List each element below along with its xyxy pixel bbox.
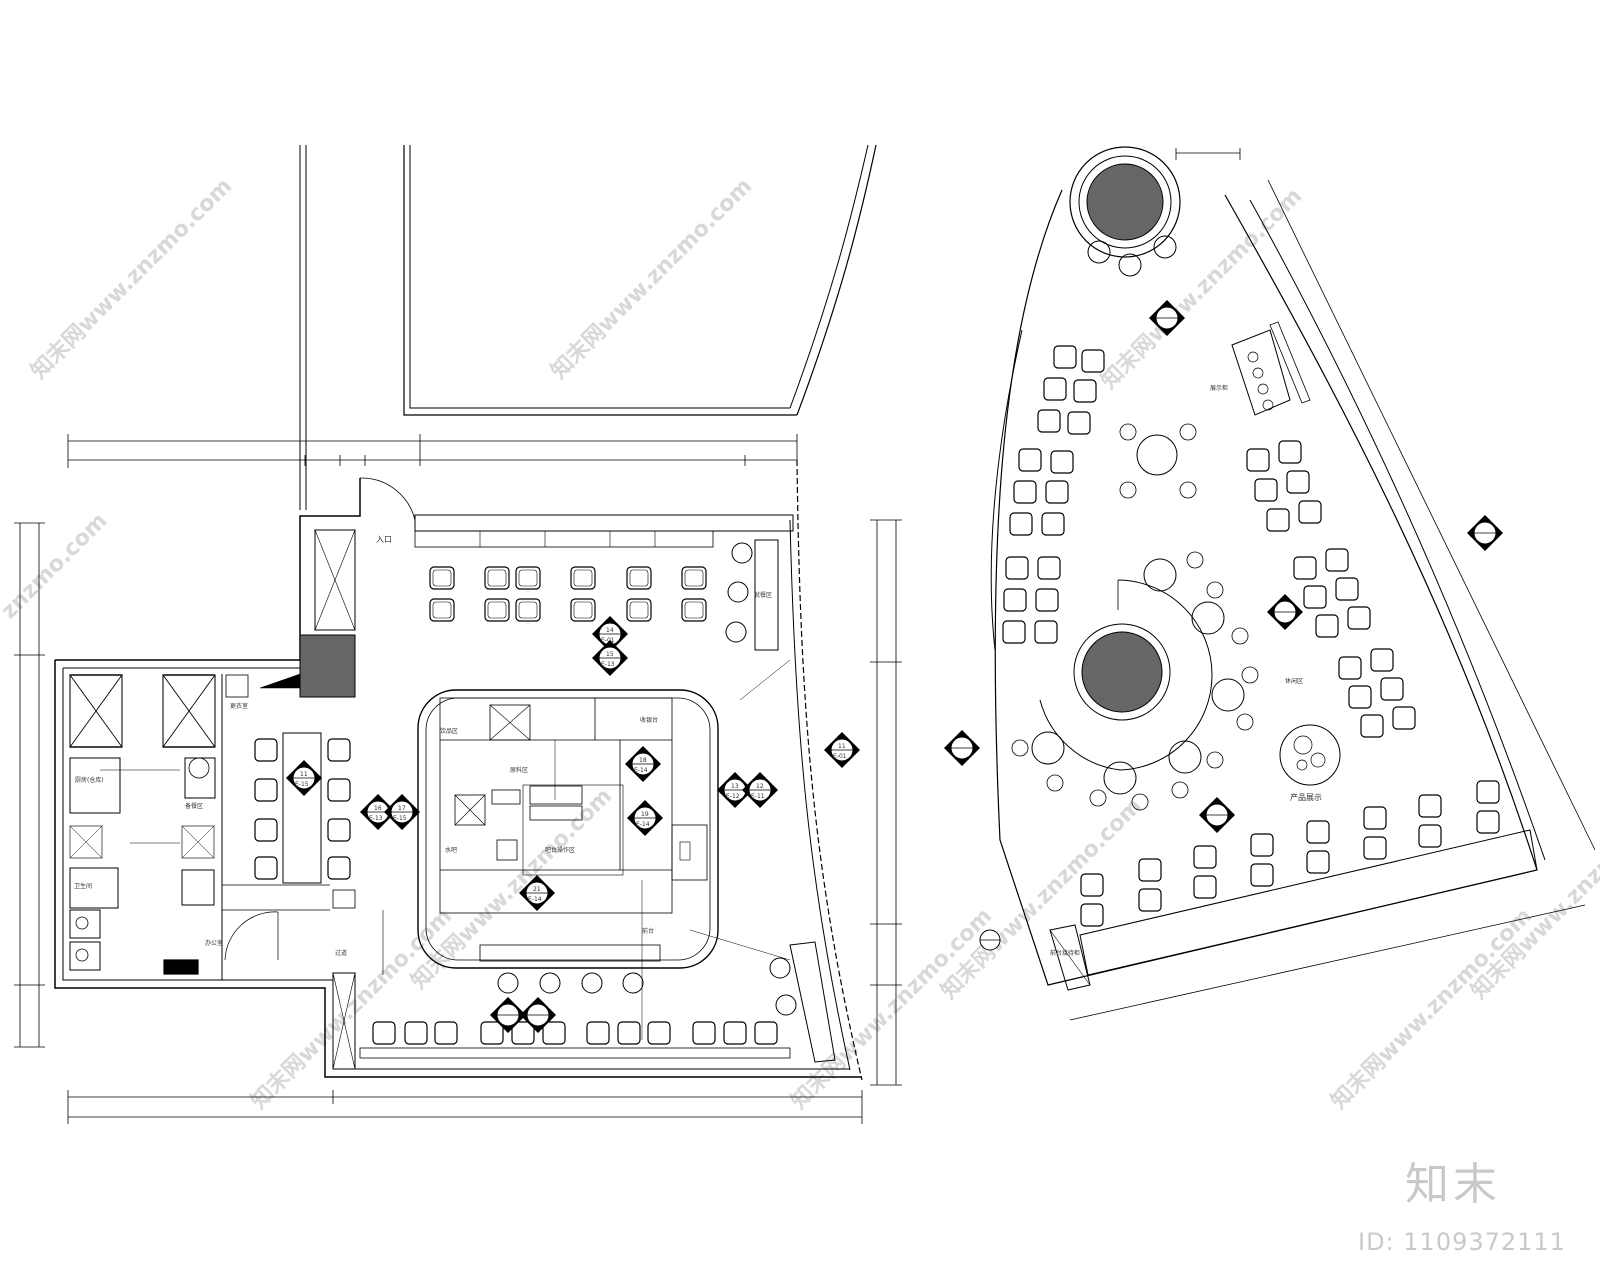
room-label-kitchen-store: 厨房(仓库) xyxy=(75,776,104,784)
svg-text:E-01: E-01 xyxy=(833,753,847,760)
dimension-line-right xyxy=(870,519,902,1086)
room-label-office: 办公室 xyxy=(205,939,223,947)
svg-text:18: 18 xyxy=(639,757,647,764)
dimension-line-top xyxy=(67,434,798,468)
svg-text:14: 14 xyxy=(606,627,614,634)
watermark: 知末网www.znzmo.com xyxy=(786,903,997,1114)
svg-text:E-14: E-14 xyxy=(528,896,542,903)
svg-text:11: 11 xyxy=(300,771,308,778)
section-marker: 12E-11 xyxy=(741,771,779,809)
room-label-corridor: 过道 xyxy=(335,949,347,957)
watermark-layer: 知末网www.znzmo.com 知末网www.znzmo.com 知末网www… xyxy=(0,173,1600,1114)
room-label-beverage: 饮品区 xyxy=(440,727,458,735)
watermark: 知末网www.znzmo.com xyxy=(246,903,457,1114)
dimension-line-left xyxy=(14,522,45,1048)
watermark: 知末网www.znzmo.com xyxy=(26,173,237,384)
watermark: 知末网www.znzmo.com xyxy=(546,173,757,384)
section-marker: 16E-13 xyxy=(359,793,397,831)
svg-text:E-12: E-12 xyxy=(726,793,740,800)
svg-text:19: 19 xyxy=(641,811,649,818)
section-marker: 18E-14 xyxy=(624,745,662,783)
section-marker: 11E-15 xyxy=(285,759,323,797)
svg-text:17: 17 xyxy=(398,805,406,812)
room-label-showcase: 展示柜 xyxy=(1210,384,1228,392)
dimension-line-bottom xyxy=(67,1090,863,1124)
section-marker: 11E-01 xyxy=(823,731,861,769)
room-label-bar-counter: 吧台操作区 xyxy=(545,846,575,854)
room-label-water: 水吧 xyxy=(445,846,457,854)
brand-watermark: 知末 xyxy=(1405,1159,1501,1210)
section-marker: 19E-14 xyxy=(626,799,664,837)
svg-text:21: 21 xyxy=(533,886,541,893)
svg-text:11: 11 xyxy=(838,743,846,750)
section-marker: 14E-01 xyxy=(591,615,629,653)
svg-text:E-13: E-13 xyxy=(601,661,615,668)
image-id-watermark: ID: 1109372111 xyxy=(1358,1228,1566,1256)
section-marker: 17E-15 xyxy=(383,793,421,831)
svg-text:16: 16 xyxy=(374,805,382,812)
room-label-toilet: 卫生间 xyxy=(74,882,92,890)
room-label-lounge: 休闲区 xyxy=(1285,677,1303,685)
svg-text:E-15: E-15 xyxy=(295,781,309,788)
room-label-display: 产品展示 xyxy=(1290,792,1322,802)
svg-text:E-14: E-14 xyxy=(636,821,650,828)
watermark: znzmo.com xyxy=(0,508,112,624)
svg-text:E-01: E-01 xyxy=(601,637,615,644)
room-label-ingredients: 原料区 xyxy=(510,766,528,774)
section-marker: 21E-14 xyxy=(518,874,556,912)
right-plan-markers xyxy=(943,299,1504,951)
room-label-front-counter: 前台 xyxy=(642,927,654,935)
dimension-line-right-plan xyxy=(1069,148,1596,1021)
section-marker: 13E-12 xyxy=(716,771,754,809)
room-label-seating: 就餐区 xyxy=(754,591,772,599)
left-floor-plan: 入口 厨房(仓库) 更衣室 备餐区 办公室 卫生间 xyxy=(14,144,902,1124)
svg-text:E-15: E-15 xyxy=(393,815,407,822)
watermark: 知末网www.znzmo.com xyxy=(936,793,1147,1004)
room-label-reception: 前台接待柜 xyxy=(1050,949,1080,957)
svg-text:13: 13 xyxy=(731,783,739,790)
svg-text:15: 15 xyxy=(606,651,614,658)
room-label-cashier: 收银台 xyxy=(640,716,658,724)
svg-text:12: 12 xyxy=(756,783,764,790)
section-marker: 15E-13 xyxy=(591,639,629,677)
svg-text:E-14: E-14 xyxy=(634,767,648,774)
section-markers: 11E-15 16E-13 17E-15 13E-12 12E-11 19E-1… xyxy=(285,615,861,1034)
right-floor-plan: 产品展示 休闲区 展示柜 前台接待柜 xyxy=(990,146,1596,1021)
room-label-entrance: 入口 xyxy=(376,535,392,544)
svg-text:E-13: E-13 xyxy=(369,815,383,822)
room-label-prep: 备餐区 xyxy=(185,802,203,810)
right-plan-seating xyxy=(1002,345,1500,927)
svg-text:E-11: E-11 xyxy=(751,793,765,800)
room-label-changing: 更衣室 xyxy=(230,702,248,710)
watermark: 知末网www.znzmo.com xyxy=(1326,903,1537,1114)
